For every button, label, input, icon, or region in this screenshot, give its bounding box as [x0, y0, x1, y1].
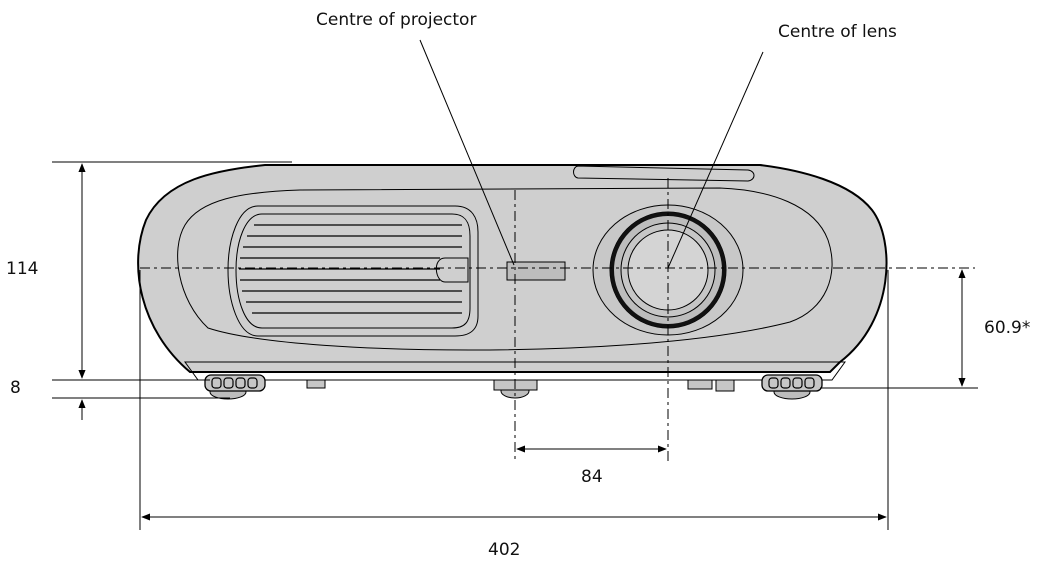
- centre-of-lens-label: Centre of lens: [778, 22, 897, 42]
- vent-grille: [227, 205, 479, 337]
- sensor-window: [506, 261, 566, 281]
- projector-leader: [419, 39, 515, 266]
- height-total-label: 114: [6, 259, 38, 279]
- lens-leader: [667, 51, 764, 269]
- width-total-label: 402: [488, 540, 520, 560]
- left-foot: [204, 374, 266, 400]
- width-dimension: [139, 270, 889, 530]
- centre-foot: [306, 379, 735, 399]
- lens-offset-label: 84: [581, 467, 603, 487]
- right-foot: [761, 374, 823, 400]
- lens-height-dimension: [820, 269, 978, 389]
- foot-height-label: 8: [10, 378, 21, 398]
- centre-of-projector-label: Centre of projector: [316, 10, 476, 30]
- height-dimension: [52, 161, 292, 420]
- lens-height-label: 60.9*: [984, 318, 1030, 338]
